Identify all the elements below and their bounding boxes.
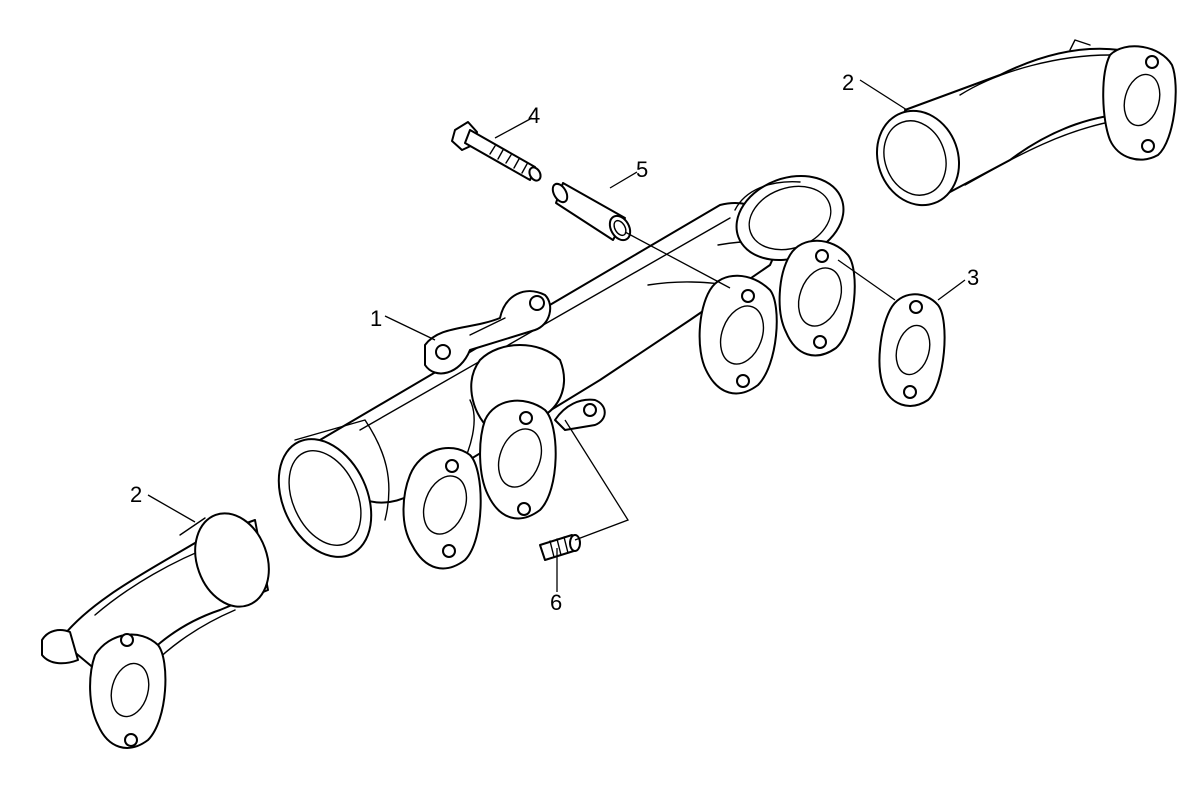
sleeve	[551, 182, 632, 242]
callout-4: 4	[528, 103, 540, 128]
callout-2-right: 2	[842, 70, 854, 95]
outlet-elbow-left	[41, 512, 270, 749]
callout-2-left: 2	[130, 482, 142, 507]
leader-lines	[147, 79, 966, 592]
callout-labels: 1 2 2 3 4 5 6	[130, 70, 979, 615]
bolt	[451, 121, 542, 182]
callout-1: 1	[370, 306, 382, 331]
exhaust-manifold	[277, 174, 856, 570]
gasket	[878, 293, 946, 407]
callout-3: 3	[967, 265, 979, 290]
stud	[539, 534, 581, 561]
outlet-elbow-right	[875, 39, 1177, 207]
callout-5: 5	[636, 157, 648, 182]
callout-6: 6	[550, 590, 562, 615]
